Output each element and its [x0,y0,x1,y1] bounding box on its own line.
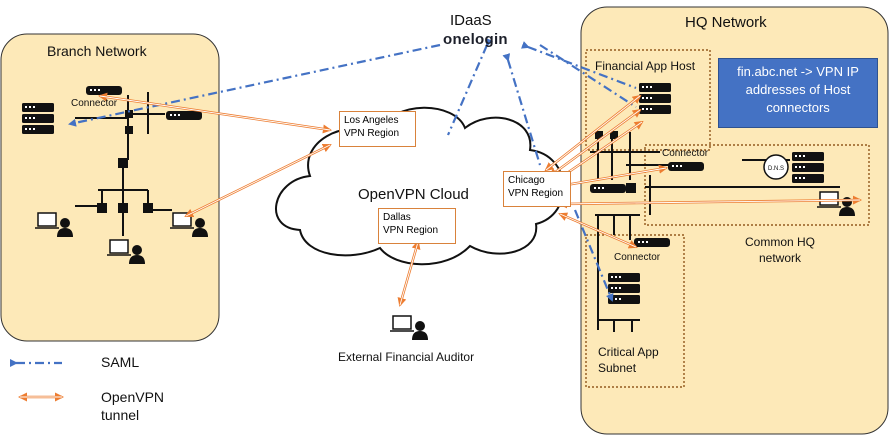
branch-connector-device [86,86,122,95]
legend-tunnel-label: OpenVPN tunnel [101,389,165,423]
external-auditor-user [389,315,429,341]
branch-node [118,203,128,213]
openvpn-cloud-title: OpenVPN Cloud [358,186,469,203]
financial-app-host-label: Financial App Host [595,59,696,73]
hq-network-title: HQ Network [685,14,767,31]
financial-app-server [639,83,671,114]
hq-connector-label: Connector [662,148,709,159]
dns-callout: fin.abc.net -> VPN IP addresses of Host … [718,58,878,128]
hq-connector-device [668,162,704,171]
legend [10,359,64,402]
branch-node [143,203,153,213]
branch-node [125,126,133,134]
tunnel-inner-lines [99,95,861,306]
critical-connector-label: Connector [614,252,661,263]
branch-switch [118,158,128,168]
hq-switch [626,183,636,193]
critical-connector-device [634,238,670,247]
branch-server [22,103,54,134]
chicago-region: Chicago VPN Region [503,171,571,207]
hq-router [590,184,626,193]
external-auditor-label: External Financial Auditor [338,350,475,364]
dns-server [792,152,824,183]
common-hq-network-label: Common HQ network [745,235,816,265]
branch-network-area [0,33,220,342]
los-angeles-region: Los Angeles VPN Region [339,111,416,147]
legend-saml-label: SAML [101,354,140,370]
branch-network-title: Branch Network [47,43,147,59]
critical-app-subnet-label: Critical App Subnet [598,345,659,375]
onelogin-logo: onelogin [443,31,508,48]
branch-router [166,111,202,120]
branch-node [97,203,107,213]
branch-connector-label: Connector [71,98,118,109]
dns-icon-label: D.N.S [768,166,784,172]
idaas-title: IDaaS [450,12,492,29]
dallas-region: Dallas VPN Region [378,208,456,244]
dns-icon [763,154,789,180]
